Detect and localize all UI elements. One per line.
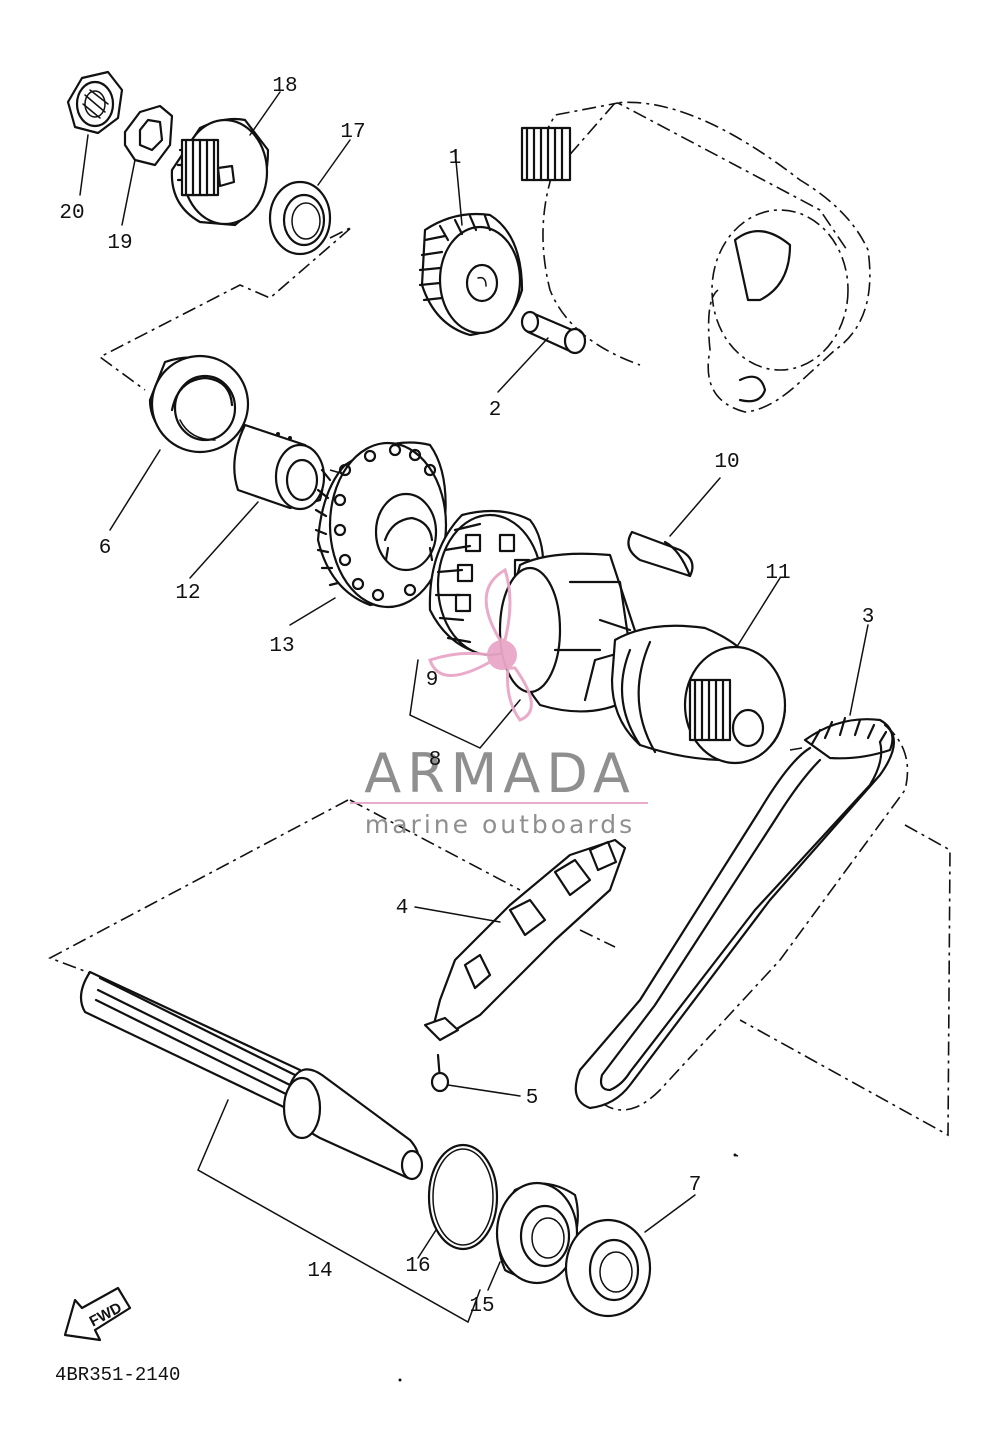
label-part-5: 5 xyxy=(526,1087,539,1110)
part-6-bearing xyxy=(148,354,250,454)
part-12-collar xyxy=(233,423,326,511)
label-part-6: 6 xyxy=(99,537,112,560)
label-part-2: 2 xyxy=(489,399,502,422)
part-14-drive-shaft xyxy=(79,970,424,1181)
label-part-13: 13 xyxy=(269,635,294,658)
label-part-8: 8 xyxy=(429,749,442,772)
part-10-pin xyxy=(627,530,694,578)
watermark-tagline: marine outboards xyxy=(365,810,635,839)
part-13-plate xyxy=(314,441,448,609)
part-11-clutch-gear xyxy=(498,552,787,765)
watermark-brand: ARMADA xyxy=(364,742,636,805)
part-1-gear xyxy=(418,212,524,337)
propeller-logo xyxy=(428,567,533,722)
label-part-16: 16 xyxy=(405,1255,430,1278)
label-part-19: 19 xyxy=(107,232,132,255)
part-5-screw xyxy=(430,1053,450,1093)
label-part-15: 15 xyxy=(469,1295,494,1318)
part-number-labels: 1 2 3 4 5 6 7 8 9 10 11 12 13 14 15 16 1… xyxy=(59,75,874,1318)
chain-loop xyxy=(574,723,909,1111)
part-16-o-ring xyxy=(427,1143,499,1251)
part-2-pin xyxy=(520,310,587,355)
part-17-oil-seal xyxy=(268,180,332,256)
label-part-11: 11 xyxy=(765,562,790,585)
label-part-17: 17 xyxy=(340,121,365,144)
part-20-nut xyxy=(66,70,124,135)
watermark: ARMADA marine outboards xyxy=(350,567,648,839)
label-part-18: 18 xyxy=(272,75,297,98)
part-3-sprocket xyxy=(803,716,894,760)
label-part-20: 20 xyxy=(59,202,84,225)
part-7-oil-seal xyxy=(564,1218,652,1318)
label-part-4: 4 xyxy=(396,897,409,920)
fwd-arrow: FWD xyxy=(63,1286,132,1342)
drawing-code: 4BR351-2140 xyxy=(55,1364,180,1386)
part-15-bearing xyxy=(495,1181,579,1285)
label-part-10: 10 xyxy=(714,451,739,474)
part-19-lock-washer xyxy=(123,104,174,167)
part-18-gear xyxy=(170,117,270,227)
label-part-3: 3 xyxy=(862,606,875,629)
label-part-14: 14 xyxy=(307,1260,332,1283)
label-part-9: 9 xyxy=(426,669,439,692)
leader-lines xyxy=(79,91,869,1324)
label-part-1: 1 xyxy=(449,147,462,170)
label-part-7: 7 xyxy=(689,1174,702,1197)
part-4-chain-guide xyxy=(423,838,627,1042)
starter-motor xyxy=(520,101,871,413)
label-part-12: 12 xyxy=(175,582,200,605)
